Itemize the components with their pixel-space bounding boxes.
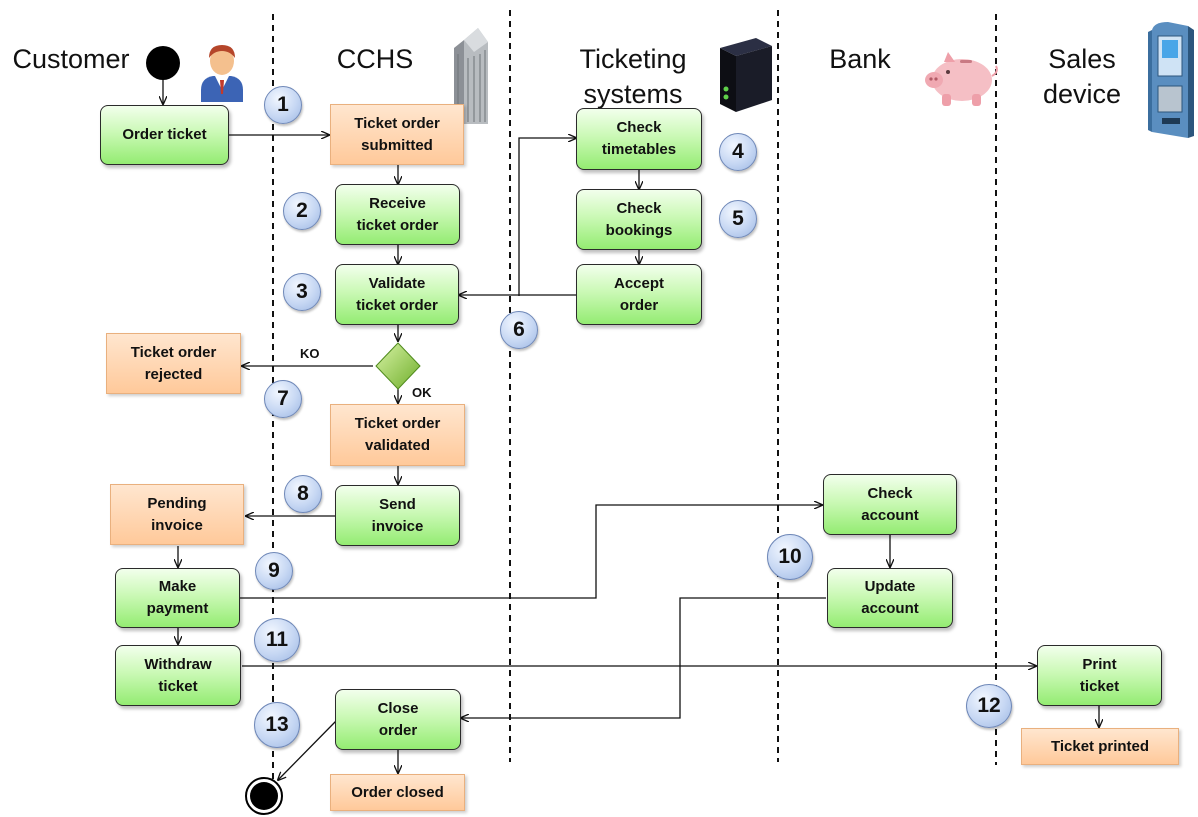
activity-check-account[interactable]: Check account (823, 474, 957, 535)
activity-receive-ticket-order[interactable]: Receive ticket order (335, 184, 460, 245)
activity-label: Check account (861, 484, 919, 524)
state-pending-invoice[interactable]: Pending invoice (110, 484, 244, 545)
activity-check-timetables[interactable]: Check timetables (576, 108, 702, 170)
state-label: Pending invoice (147, 494, 207, 534)
state-label: Ticket order submitted (354, 114, 440, 154)
lane-title-bank: Bank (829, 44, 891, 74)
activity-label: Validate ticket order (356, 274, 438, 314)
activity-label: Check timetables (601, 119, 677, 158)
lane-title-sales-device: Sales device (1042, 44, 1122, 109)
lane-title-ticketing-systems: Ticketing systems (579, 44, 687, 109)
state-ticket-order-rejected[interactable]: Ticket order rejected (106, 333, 241, 394)
guard-ok: OK (412, 385, 432, 400)
activity-order-ticket[interactable]: Order ticket (100, 105, 229, 165)
step-marker-1: 1 (264, 86, 302, 124)
activity-close-order[interactable]: Close order (335, 689, 461, 750)
step-marker-3: 3 (283, 273, 321, 311)
activity-label: Close order (377, 699, 419, 739)
step-marker-2: 2 (283, 192, 321, 230)
activity-label: Send invoice (371, 495, 424, 535)
activity-accept-order[interactable]: Accept order (576, 264, 702, 325)
activity-label: Print ticket (1079, 655, 1120, 695)
server-icon (720, 38, 772, 112)
activity-send-invoice[interactable]: Send invoice (335, 485, 460, 546)
end-node-core (250, 782, 278, 810)
lane-title-cchs: CCHS (336, 44, 414, 74)
step-marker-5: 5 (719, 200, 757, 238)
step-marker-9: 9 (255, 552, 293, 590)
step-marker-13: 13 (254, 702, 300, 748)
step-marker-6: 6 (500, 311, 538, 349)
person-icon (201, 45, 243, 102)
step-marker-8: 8 (284, 475, 322, 513)
activity-label: Check bookings (605, 199, 673, 239)
activity-check-bookings[interactable]: Check bookings (576, 189, 702, 250)
step-marker-10: 10 (767, 534, 813, 580)
state-ticket-order-submitted[interactable]: Ticket order submitted (330, 104, 464, 165)
ticket-machine-icon (1148, 22, 1194, 138)
activity-label: Update account (861, 578, 919, 617)
activity-label: Accept order (613, 274, 665, 314)
step-marker-11: 11 (254, 618, 300, 662)
flow-payment (240, 505, 822, 599)
decision-node (375, 342, 421, 390)
activity-validate-ticket-order[interactable]: Validate ticket order (335, 264, 459, 325)
activity-print-ticket[interactable]: Print ticket (1037, 645, 1162, 706)
step-marker-7: 7 (264, 380, 302, 418)
state-label: Ticket order validated (354, 415, 441, 454)
flow-end (278, 720, 337, 780)
flow-check-request (518, 138, 576, 296)
step-marker-12: 12 (966, 684, 1012, 728)
state-label: Order closed (351, 783, 444, 801)
guard-ko: KO (300, 346, 320, 361)
activity-label: Order ticket (122, 126, 207, 144)
activity-make-payment[interactable]: Make payment (115, 568, 240, 628)
state-ticket-printed[interactable]: Ticket printed (1021, 728, 1179, 765)
start-node (146, 46, 180, 80)
activity-update-account[interactable]: Update account (827, 568, 953, 628)
state-ticket-order-validated[interactable]: Ticket order validated (330, 404, 465, 466)
step-marker-4: 4 (719, 133, 757, 171)
activity-label: Make payment (146, 578, 209, 617)
state-label: Ticket order rejected (130, 343, 217, 383)
lane-title-customer: Customer (12, 44, 130, 74)
activity-label: Withdraw ticket (144, 655, 212, 695)
piggy-bank-icon (925, 52, 998, 106)
flow-account-updated (461, 597, 826, 718)
activity-withdraw-ticket[interactable]: Withdraw ticket (115, 645, 241, 706)
state-label: Ticket printed (1050, 737, 1150, 755)
building-icon (454, 28, 488, 124)
state-order-closed[interactable]: Order closed (330, 774, 465, 811)
activity-label: Receive ticket order (356, 194, 439, 234)
